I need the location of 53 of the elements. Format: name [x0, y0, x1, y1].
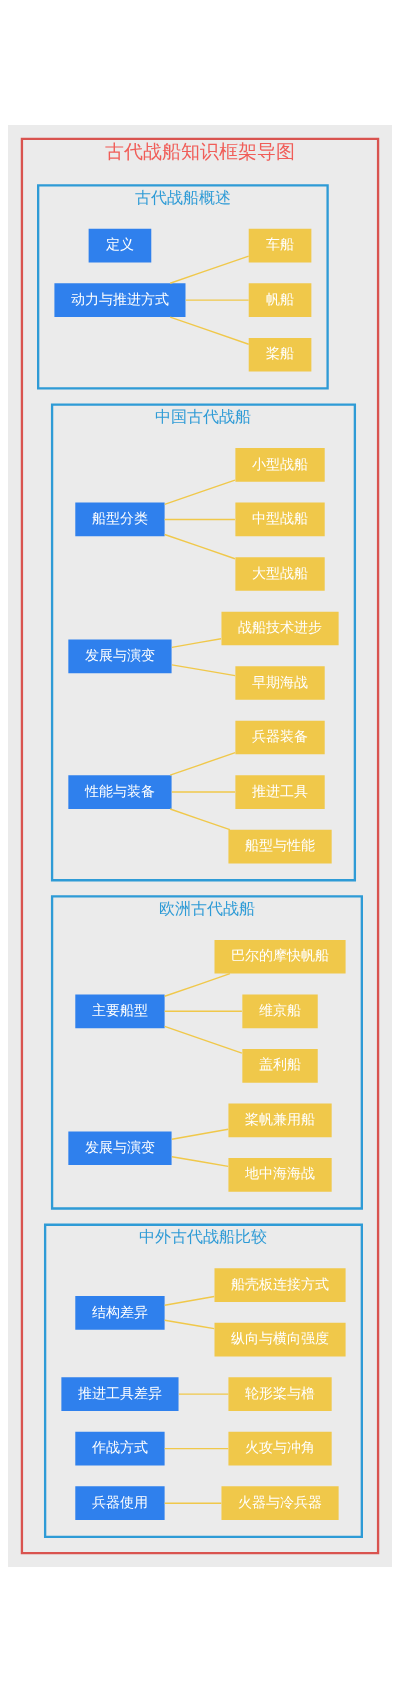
- node-box: 船型分类: [75, 502, 165, 537]
- connector: [163, 1319, 215, 1330]
- connector: [163, 1295, 215, 1306]
- node-box: 地中海海战: [228, 1158, 332, 1192]
- connector: [169, 808, 231, 831]
- node-box: 性能与装备: [68, 775, 172, 809]
- node-box: 战船技术进步: [221, 611, 339, 646]
- node-box: 动力与推进方式: [54, 283, 186, 317]
- connector: [178, 1393, 230, 1395]
- node-box: 大型战船: [235, 557, 325, 591]
- node-box: 车船: [248, 228, 312, 263]
- node-box: 中型战船: [235, 502, 325, 537]
- node-box: 推进工具: [235, 775, 325, 809]
- connector: [163, 479, 236, 506]
- connector: [169, 751, 236, 776]
- node-box: 船型与性能: [228, 829, 332, 864]
- connector: [169, 316, 250, 345]
- connector: [163, 1502, 222, 1504]
- connector: [169, 255, 250, 284]
- node-box: 轮形桨与橹: [228, 1377, 332, 1411]
- node-box: 纵向与横向强度: [214, 1322, 346, 1357]
- node-box: 火攻与冲角: [228, 1431, 332, 1466]
- node-box: 船壳板连接方式: [214, 1268, 346, 1302]
- node-box: 定义: [88, 228, 152, 263]
- connector: [171, 1156, 229, 1167]
- node-box: 盖利船: [242, 1049, 318, 1083]
- node-box: 推进工具差异: [61, 1377, 179, 1411]
- node-box: 发展与演变: [68, 1131, 172, 1166]
- node-box: 发展与演变: [68, 639, 172, 674]
- node-box: 火器与冷兵器: [221, 1486, 339, 1520]
- connector: [171, 638, 222, 649]
- node-box: 作战方式: [75, 1431, 165, 1466]
- node-box: 小型战船: [235, 448, 325, 482]
- node-box: 桨船: [248, 337, 312, 372]
- node-box: 主要船型: [75, 994, 165, 1029]
- node-box: 桨帆兼用船: [228, 1103, 332, 1138]
- connector: [163, 1010, 243, 1012]
- node-box: 帆船: [248, 283, 312, 317]
- connector: [163, 533, 236, 560]
- connector: [163, 1025, 243, 1054]
- connector: [185, 299, 250, 301]
- connector: [171, 791, 236, 793]
- node-box: 早期海战: [235, 666, 325, 700]
- node-box: 结构差异: [75, 1296, 165, 1330]
- connector: [163, 518, 236, 521]
- connector: [163, 973, 231, 997]
- connector: [171, 664, 236, 677]
- connector: [163, 1447, 229, 1450]
- node-box: 兵器使用: [75, 1486, 165, 1520]
- node-box: 维京船: [242, 994, 318, 1029]
- node-box: 巴尔的摩快帆船: [214, 939, 346, 974]
- connector: [171, 1128, 229, 1140]
- node-box: 兵器装备: [235, 720, 325, 755]
